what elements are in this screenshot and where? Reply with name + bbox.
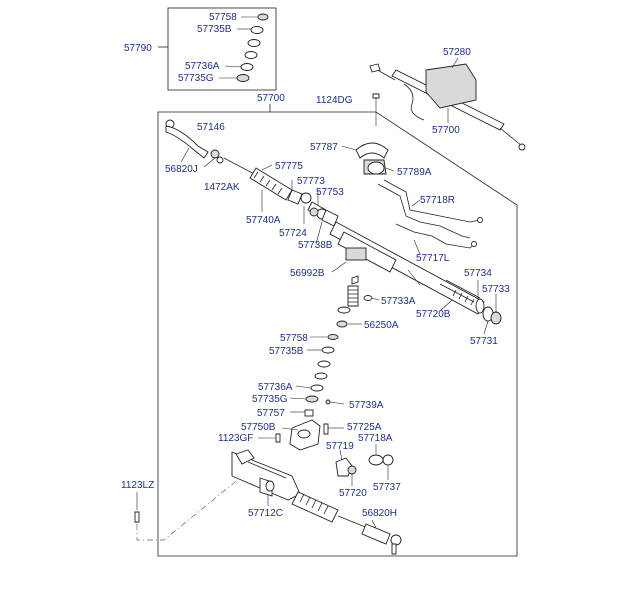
part-label-57700-inset: 57700 [432,125,460,136]
seal-ring-icon [257,13,269,21]
part-label-57789A: 57789A [397,167,432,178]
main-frame [157,104,518,557]
part-label-57724: 57724 [279,228,307,239]
part-label-57731: 57731 [470,336,498,347]
o-ring-icon [247,39,261,47]
part-label-57719: 57719 [326,441,354,452]
inner-tie-rod-and-boot [223,157,339,245]
part-label-57757: 57757 [257,408,285,419]
tie-rod-end-right [291,491,402,555]
part-label-57718A: 57718A [358,433,393,444]
part-label-57700: 57700 [257,93,285,104]
part-labels: 57758 57735B 57790 57736A 57735G 57280 1… [121,12,510,519]
part-label-56992B: 56992B [290,268,325,279]
o-ring-icon [240,63,254,71]
part-label-57712C: 57712C [248,508,283,519]
part-label-57758: 57758 [280,333,308,344]
mounting-bushing [341,142,395,175]
part-label-57717L: 57717L [416,253,450,264]
part-label-57736A: 57736A [258,382,293,393]
seal-kit-box [158,7,277,91]
seal-ring-icon [250,26,264,34]
part-label-57733: 57733 [482,284,510,295]
part-label-57790: 57790 [124,43,152,54]
tie-rod-end-left [165,119,224,168]
rack-assembly-inset [369,57,526,151]
rack-housing [329,221,485,315]
lower-gear-housing [231,449,301,506]
lower-seal-stack [289,334,345,417]
part-label-57725A: 57725A [347,422,382,433]
part-label-57733A: 57733A [381,296,416,307]
part-label-57735G-kit: 57735G [178,73,214,84]
right-end-seals [475,280,502,335]
part-label-57720B: 57720B [416,309,451,320]
pinion-valve [336,275,380,328]
part-label-57720: 57720 [339,488,367,499]
part-label-57146: 57146 [197,122,225,133]
part-label-57758-kit: 57758 [209,12,237,23]
part-label-1124DG: 1124DG [316,95,353,106]
part-label-57736A-kit: 57736A [185,61,220,72]
seal-kit-frame [167,7,277,91]
part-label-1123LZ: 1123LZ [121,480,154,491]
mounting-bolt-1123LZ [134,477,241,541]
yoke-parts [335,444,394,486]
hydraulic-tubes [377,179,483,255]
part-label-57739A: 57739A [349,400,384,411]
part-label-57280: 57280 [443,47,471,58]
part-label-56820J: 56820J [165,164,198,175]
part-label-57734: 57734 [464,268,492,279]
part-label-57773: 57773 [297,176,325,187]
part-label-57735B-kit: 57735B [197,24,232,35]
inset-heat-shield [425,63,477,109]
seal-ring-icon [236,74,250,82]
part-label-57775: 57775 [275,161,303,172]
part-label-57735B: 57735B [269,346,304,357]
part-label-56820H: 56820H [362,508,397,519]
part-label-57740A: 57740A [246,215,281,226]
valve-housing-cover [258,419,344,451]
part-label-57738B: 57738B [298,240,333,251]
part-label-56250A: 56250A [364,320,399,331]
part-label-57718R: 57718R [420,195,455,206]
part-label-57737: 57737 [373,482,401,493]
part-label-1123GF: 1123GF [218,433,253,444]
part-label-1472AK: 1472AK [204,182,240,193]
part-label-57735G: 57735G [252,394,288,405]
bolt-icon [372,93,380,99]
label-plate [345,247,367,261]
o-ring-icon [244,51,258,59]
part-label-57787: 57787 [310,142,338,153]
part-label-57750B: 57750B [241,422,276,433]
part-label-57753: 57753 [316,187,344,198]
bolt-icon [134,511,140,523]
